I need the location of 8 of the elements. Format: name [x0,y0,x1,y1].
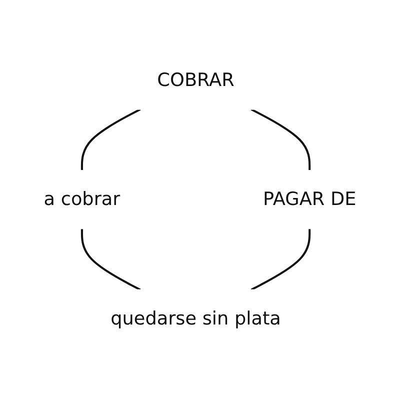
connector [80,108,141,171]
node-text: a cobrar [44,189,120,211]
connector [250,108,311,171]
node-text: PAGAR DE [262,189,356,211]
node-text: quedarse sin plata [110,308,281,330]
node-text: COBRAR [157,70,234,92]
connector [80,229,141,292]
connector [250,229,311,292]
